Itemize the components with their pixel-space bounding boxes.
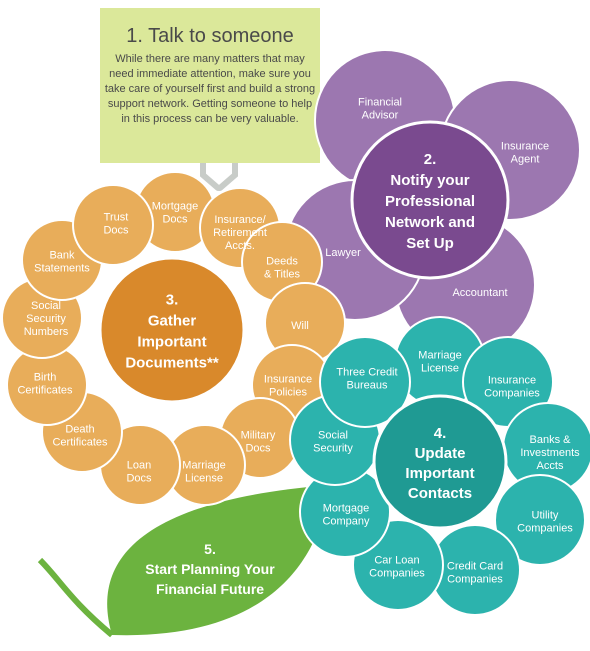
step2-petal-label: Agent [511,154,540,166]
step4-petal-label: Utility [532,510,559,522]
step2-flower: FinancialAdvisorInsuranceAgentAccountant… [284,49,581,356]
step4-title-line: 4. [434,425,447,442]
step3-petal-label: Marriage [182,460,225,472]
step3-petal-label: Social [31,300,61,312]
step3-petal-label: & Titles [264,269,301,281]
step2-title-line: Network and [385,214,475,231]
connector [200,157,238,191]
step5-title-line-3: Financial Future [156,581,264,597]
step4-petal-label: Companies [517,523,573,535]
step3-center [98,256,246,404]
step3-petal-label: Policies [269,387,307,399]
step3-petal-label: Security [26,313,66,325]
step3-petal-label: Death [65,424,94,436]
step3-title-line: Important [137,334,206,351]
step3-title-line: Documents** [125,355,219,372]
step4-petal-label: Bureaus [347,380,388,392]
step2-title-line: Set Up [406,235,454,252]
step4-title-line: Contacts [408,485,472,502]
step3-petal-label: Birth [34,372,57,384]
step4-petal-label: Investments [520,447,580,459]
step5-leaf [37,485,330,638]
step4-petal-label: Accts [537,460,564,472]
step2-petal-label: Financial [358,97,402,109]
step4-petal [319,336,411,428]
step2-title-line: Professional [385,193,475,210]
step4-petal [494,474,586,566]
step4-petal-label: Companies [484,388,540,400]
step3-petal-label: Docs [126,473,152,485]
step3-petal-label: Retirement [213,227,267,239]
step1-body-line-1: While there are many matters that may [115,53,305,65]
step4-petal-label: Companies [369,568,425,580]
step2-petal-label: Advisor [362,110,399,122]
step4-petal-label: Marriage [418,350,461,362]
step4-petal-label: Credit Card [447,561,503,573]
step1-body-line-3: take care of yourself first and build a … [105,83,315,95]
step2-title-line: Notify your [390,172,469,189]
step1-title: 1. Talk to someone [126,25,294,47]
step3-petal-label: Deeds [266,256,298,268]
step3-petal-label: Docs [103,225,129,237]
step3-petal-label: License [185,473,223,485]
step2-petal-label: Accountant [452,287,507,299]
step2-center [350,120,510,280]
step1-body-line-5: in this process can be very valuable. [121,113,298,125]
step3-petal-label: Certificates [52,437,108,449]
step3-petal [72,184,154,266]
step4-petal-label: Company [322,516,370,528]
step2-petal-label: Lawyer [325,247,361,259]
step4-petal-label: Car Loan [374,555,419,567]
step4-petal-label: Three Credit [336,367,397,379]
step3-petal-label: Trust [104,212,129,224]
step5-title-line-1: 5. [204,541,216,557]
step1-body-line-4: support network. Getting someone to help [108,98,312,110]
step4-center [372,394,508,530]
step4-petal-label: Insurance [488,375,536,387]
step4-title-line: Update [415,445,466,462]
step3-petal-label: Numbers [24,326,69,338]
step3-petal-label: Will [291,320,309,332]
step1-note: 1. Talk to someone While there are many … [100,8,320,163]
step3-title-line: Gather [148,313,197,330]
step5-title-line-2: Start Planning Your [145,561,275,577]
step3-petal-label: Docs [245,443,271,455]
step5-title: 5. Start Planning Your Financial Future [145,541,275,597]
step3-petal-label: Statements [34,263,90,275]
step4-petal-label: Companies [447,574,503,586]
step4-petal-label: Mortgage [323,503,369,515]
step3-petal-label: Bank [49,250,75,262]
step4-petal-label: License [421,363,459,375]
step3-petal-label: Accts. [225,240,255,252]
step4-petal-label: Security [313,443,353,455]
step3-petal-label: Insurance/ [214,214,266,226]
step2-petal-label: Insurance [501,141,549,153]
step4-title-line: Important [405,465,474,482]
step4-petal-label: Banks & [530,434,572,446]
step3-petal-label: Loan [127,460,151,472]
step3-petal-label: Mortgage [152,201,198,213]
step3-petal-label: Insurance [264,374,312,386]
step2-title-line: 2. [424,151,437,168]
step3-petal-label: Docs [162,214,188,226]
step3-title-line: 3. [166,292,179,309]
step1-body-line-2: need immediate attention, make sure you [109,68,311,80]
step3-petal-label: Military [241,430,276,442]
step3-petal-label: Certificates [17,385,73,397]
step4-petal-label: Social [318,430,348,442]
